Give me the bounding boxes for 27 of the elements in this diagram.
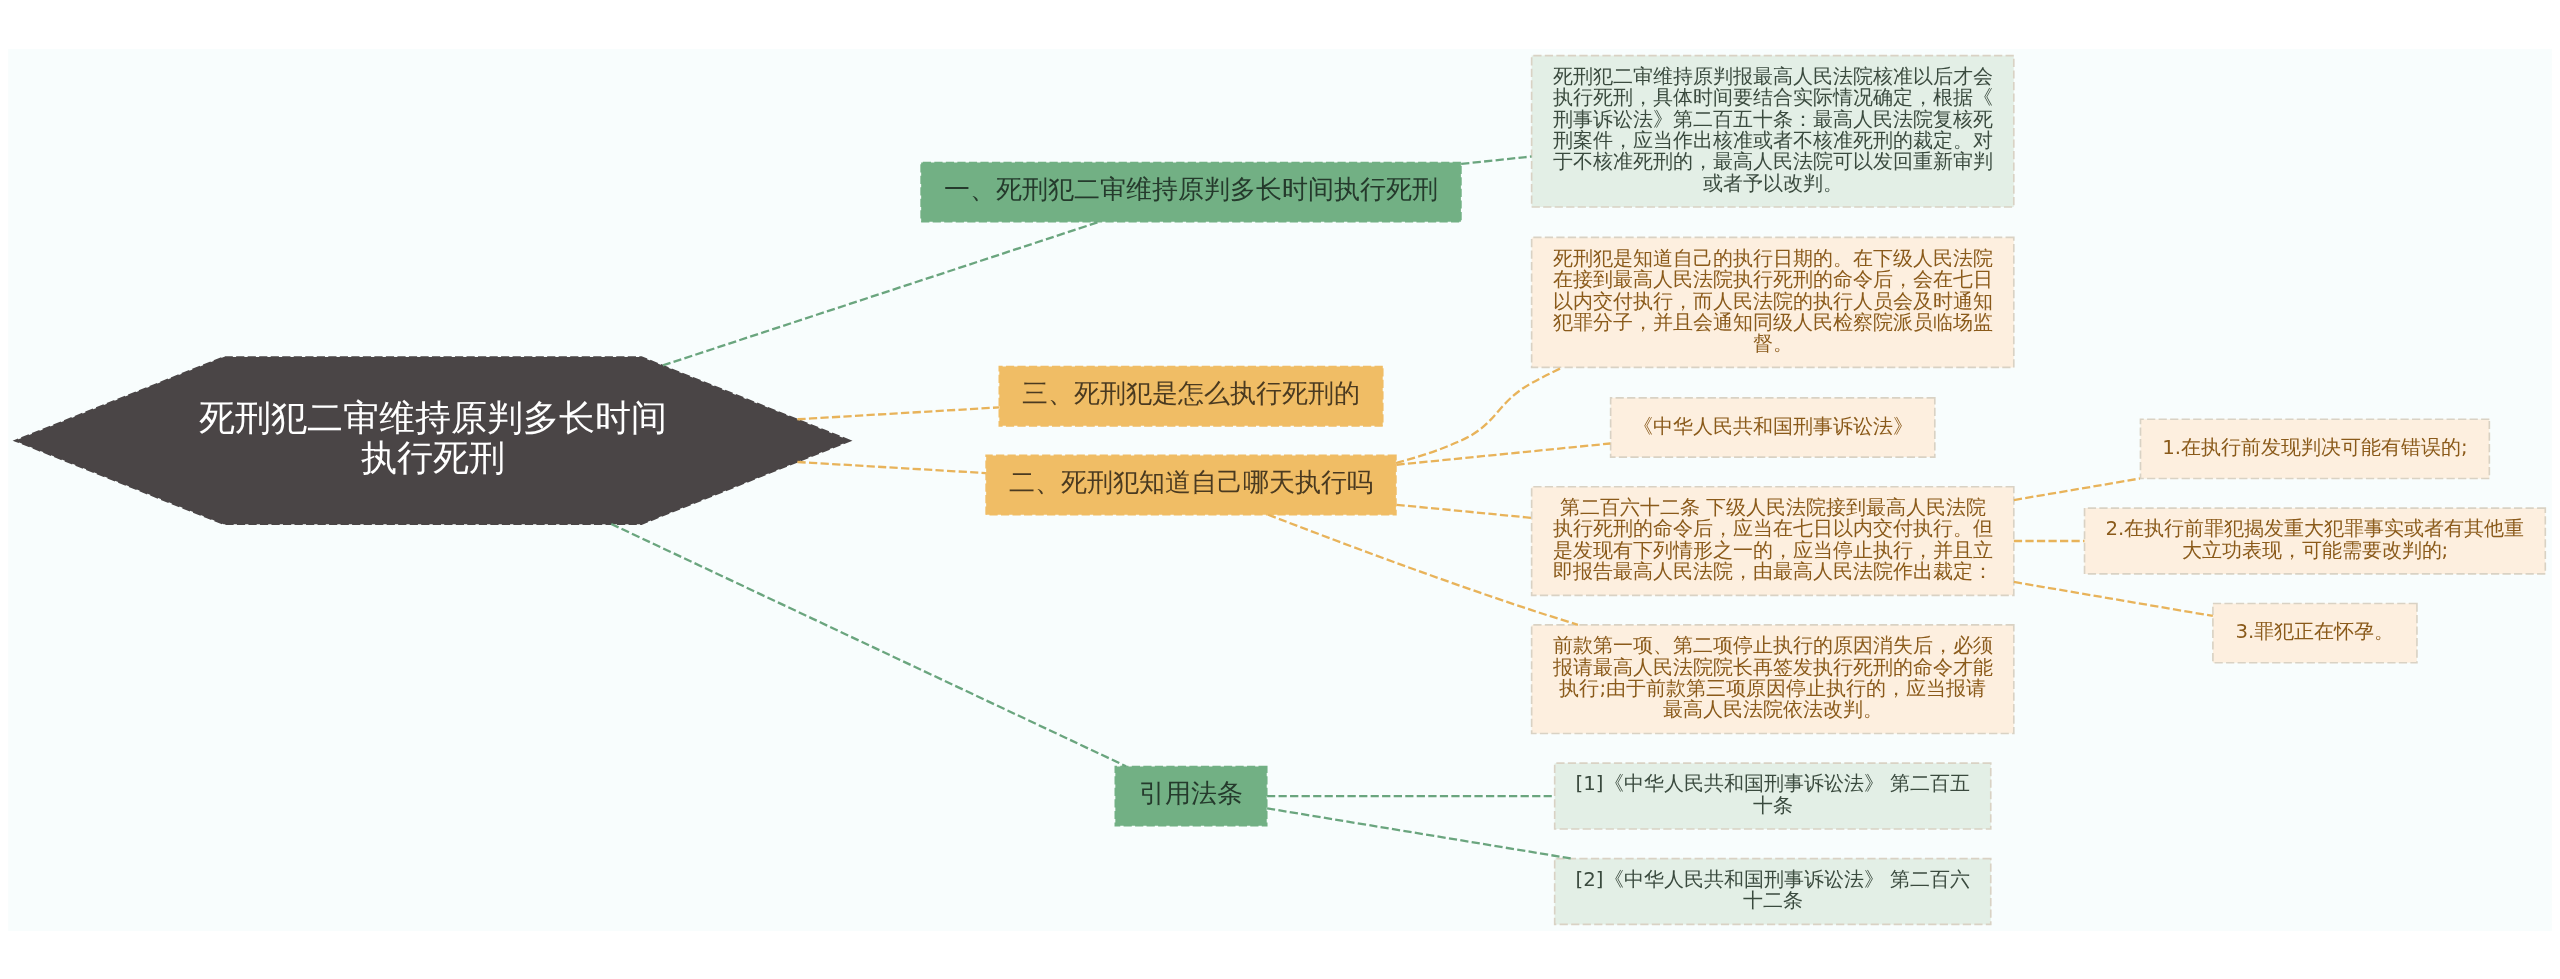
connector — [1396, 441, 1611, 466]
node-box: 第二百六十二条 下级人民法院接到最高人民法院执行死刑的命令后，应当在七日以内交付执行。但是发现有下列情形之一的，应当停止执行，并且立即报告最高人民法院，由最高人民法院作出裁定： — [1530, 485, 2015, 596]
node-box: 三、死刑犯是怎么执行死刑的 — [998, 365, 1384, 427]
connector — [797, 405, 1000, 420]
connector — [1395, 366, 1563, 464]
connector — [2013, 539, 2085, 542]
connector — [1461, 154, 1532, 165]
node-box: 二、死刑犯知道自己哪天执行吗 — [985, 454, 1397, 515]
node-box: 1.在执行前发现判决可能有错误的; — [2139, 417, 2491, 479]
connector — [662, 220, 1100, 366]
connector — [1266, 806, 1572, 860]
node-box: 2.在执行前罪犯揭发重大犯罪事实或者有其他重大立功表现，可能需要改判的; — [2083, 506, 2547, 575]
node-box: [1]《中华人民共和国刑事诉讼法》 第二百五十条 — [1553, 761, 1992, 830]
connector — [797, 460, 986, 474]
connector — [2013, 580, 2214, 617]
node-box: [2]《中华人民共和国刑事诉讼法》 第二百六十二条 — [1553, 857, 1992, 925]
connector — [1396, 503, 1532, 519]
node-box: 死刑犯是知道自己的执行日期的。在下级人民法院在接到最高人民法院执行死刑的命令后，会在七日以内交付执行，而人民法院的执行人员会及时通知犯罪分子，并且会通知同级人民检察院派员临场监督。 — [1530, 236, 2015, 368]
node-box: 引用法条 — [1114, 765, 1268, 826]
node-box: 死刑犯二审维持原判报最高人民法院核准以后才会执行死刑，具体时间要结合实际情况确定，根据《刑事诉讼法》第二百五十条：最高人民法院复核死刑案件，应当作出核准或者不核准死刑的裁定。对于不核准死刑的，最高人民法院可以发回重新审判或者予以改判。 — [1530, 54, 2015, 208]
connector — [2013, 476, 2141, 501]
node-box: 一、死刑犯二审维持原判多长时间执行死刑 — [920, 161, 1462, 223]
node-box: 前款第一项、第二项停止执行的原因消失后，必须报请最高人民法院院长再签发执行死刑的命令才能执行;由于前款第三项原因停止执行的，应当报请最高人民法院依法改判。 — [1530, 623, 2015, 734]
node-box: 3.罪犯正在怀孕。 — [2212, 602, 2418, 664]
node-box: 《中华人民共和国刑事诉讼法》 — [1609, 396, 1936, 458]
connector — [610, 522, 1127, 767]
connector — [1267, 794, 1555, 797]
